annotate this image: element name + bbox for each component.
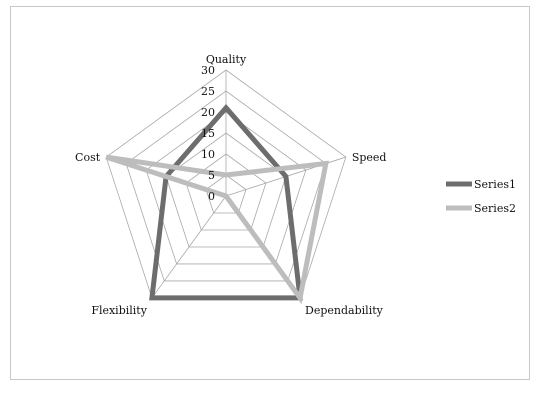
tick-label-20: 20 bbox=[201, 106, 215, 119]
category-label-speed: Speed bbox=[352, 151, 387, 164]
tick-label-10: 10 bbox=[201, 148, 215, 161]
tick-label-5: 5 bbox=[208, 169, 215, 182]
radial-ticks: 0 5 10 15 20 25 30 bbox=[201, 64, 215, 203]
chart-frame bbox=[10, 6, 530, 380]
grid-ring-5 bbox=[125, 90, 327, 282]
tick-label-0: 0 bbox=[208, 190, 215, 203]
grid-ring-4 bbox=[145, 111, 307, 265]
category-label-cost: Cost bbox=[75, 151, 101, 164]
tick-label-25: 25 bbox=[201, 85, 215, 98]
series-layer bbox=[105, 103, 329, 305]
spoke-flexibility bbox=[151, 195, 227, 299]
legend-label-series1: Series1 bbox=[474, 178, 516, 191]
category-label-quality: Quality bbox=[206, 53, 247, 66]
tick-label-30: 30 bbox=[201, 64, 215, 77]
tick-label-15: 15 bbox=[201, 127, 215, 140]
category-label-dependability: Dependability bbox=[305, 304, 384, 317]
grid-ring-1 bbox=[205, 174, 247, 214]
category-label-flexibility: Flexibility bbox=[91, 304, 147, 317]
legend-label-series2: Series2 bbox=[474, 202, 516, 215]
grid-ring-2 bbox=[185, 153, 267, 231]
series-line-series2 bbox=[105, 154, 329, 305]
